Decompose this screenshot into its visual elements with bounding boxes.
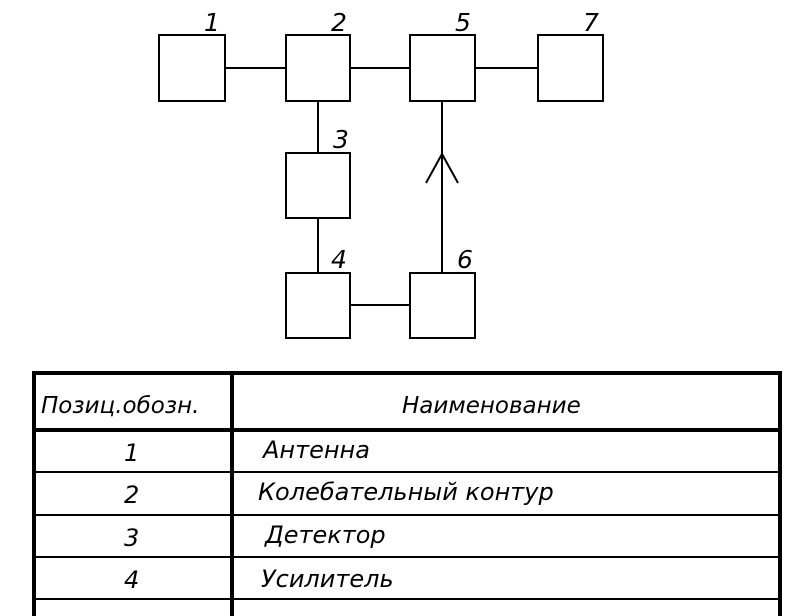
legend-table: Позиц.обозн. Наименование 1 Антенна 2 Ко…: [32, 371, 782, 616]
block-2: [285, 34, 351, 102]
block-6-number: 6: [457, 245, 473, 274]
table-row-name: Антенна: [261, 436, 370, 464]
block-2-number: 2: [331, 8, 347, 37]
table-row-position: 3: [124, 524, 139, 552]
table-row-name: Усилитель: [261, 565, 394, 593]
table-row-position: 2: [124, 481, 139, 509]
block-1-number: 1: [204, 8, 220, 37]
column-header-name: Наименование: [402, 393, 581, 419]
block-7: [537, 34, 604, 102]
connections: [225, 67, 538, 306]
table-row-name: Колебательный контур: [258, 478, 554, 506]
block-4: [285, 272, 351, 339]
block-1: [158, 34, 226, 102]
block-5: [409, 34, 476, 102]
table-row-position: 1: [124, 439, 139, 467]
table-row-position: 4: [124, 566, 139, 594]
block-7-number: 7: [583, 8, 599, 37]
table-row-name: Детектор: [264, 521, 386, 549]
block-6: [409, 272, 476, 339]
block-numbers: 1 2 5 7 3 4 6: [204, 8, 599, 274]
column-header-position: Позиц.обозн.: [41, 393, 199, 419]
block-5-number: 5: [455, 8, 471, 37]
blocks: [158, 34, 604, 339]
arrow-head-icon: [425, 151, 459, 184]
block-3: [285, 152, 351, 219]
block-4-number: 4: [331, 245, 347, 274]
block-3-number: 3: [333, 125, 349, 154]
